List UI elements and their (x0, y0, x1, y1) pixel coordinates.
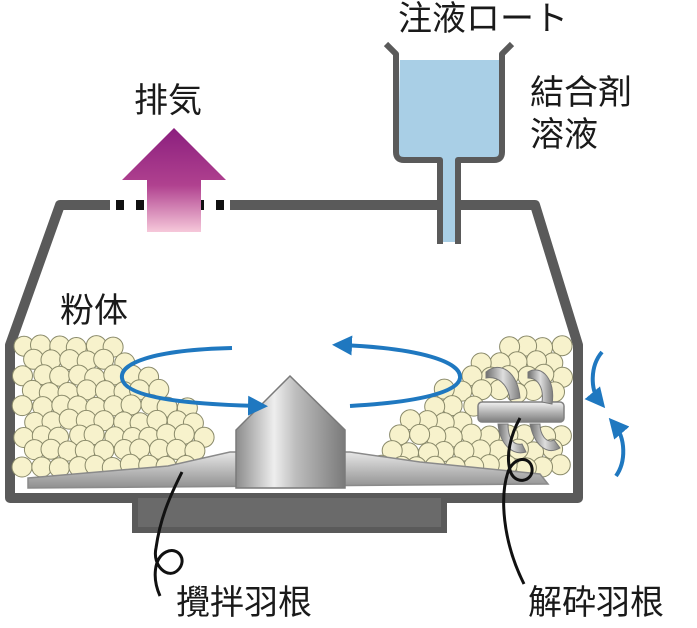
powder-particle (93, 348, 115, 370)
powder-particle (12, 365, 33, 387)
powder-particle (11, 456, 33, 478)
powder-particle (409, 423, 431, 445)
powder-particle (11, 395, 33, 417)
agitator-leader-line (153, 471, 184, 597)
label-agitator-blade: 攪拌羽根 (176, 583, 312, 623)
chopper-leader-line (502, 417, 534, 585)
label-powder: 粉体 (60, 291, 128, 331)
label-binder-line1: 結合剤 (530, 73, 632, 113)
label-chopper-blade: 解砕羽根 (528, 583, 664, 623)
chopper-rotation-arrow (584, 350, 630, 478)
agitator-rotation-arrow (119, 335, 462, 416)
powder-particle (83, 424, 105, 446)
chopper-assembly (477, 366, 565, 454)
label-exhaust: 排気 (134, 81, 202, 121)
exhaust-arrow (122, 128, 226, 232)
label-funnel: 注液ロート (398, 0, 568, 39)
funnel-spout-liquid (443, 200, 455, 242)
powder-particle (31, 456, 53, 478)
label-binder-line2: 溶液 (530, 115, 598, 155)
powder-particle (549, 454, 571, 476)
injection-funnel (383, 41, 515, 244)
